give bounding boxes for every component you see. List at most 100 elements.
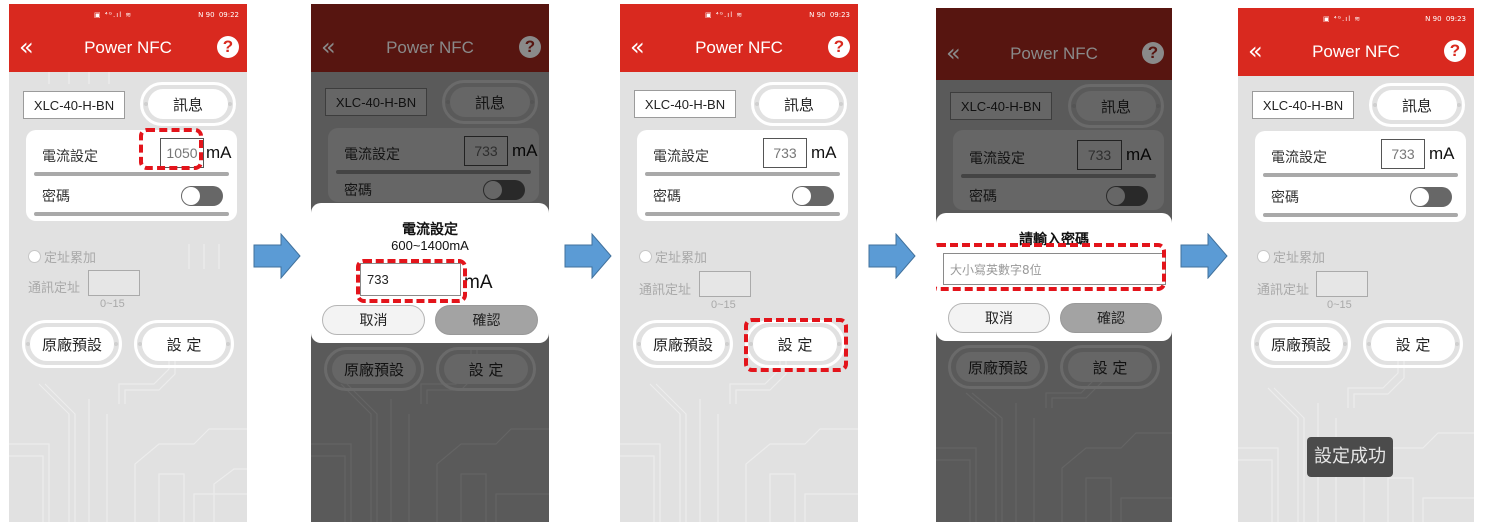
address-accumulate-radio[interactable]: 定址累加 [1257,247,1325,266]
set-button-label: 設 定 [753,327,837,361]
dialog-title: 電流設定 [402,222,458,238]
address-input[interactable] [699,271,751,297]
status-bar [936,8,1172,32]
back-icon[interactable]: « [19,33,34,61]
help-icon[interactable]: ? [1444,40,1466,62]
help-icon[interactable]: ? [828,36,850,58]
signal-icons: ▣ ⁴ᴳ.ıl ≋ [1323,15,1362,23]
password-toggle[interactable] [1106,186,1148,206]
factory-default-button[interactable]: 原廠預設 [324,347,424,391]
divider [961,174,1156,178]
address-input[interactable] [1316,271,1368,297]
app-bar: « Power NFC ? [1238,30,1474,76]
status-time: 09:23 [1445,15,1466,23]
info-button[interactable]: 訊息 [140,82,236,126]
password-dialog: 請輸入密碼 大小寫英數字8位 取消 確認 [936,213,1172,341]
info-button[interactable]: 訊息 [1369,83,1465,127]
set-button-label: 設 定 [1068,352,1152,382]
set-button-label: 設 定 [142,327,226,361]
set-button[interactable]: 設 定 [1363,320,1463,368]
current-unit: mA [1126,145,1152,164]
set-button-label: 設 定 [1371,327,1455,361]
set-button[interactable]: 設 定 [134,320,234,368]
settings-card: 電流設定 733 mA 密碼 [328,128,539,202]
right-arrow-icon [1180,233,1228,279]
divider [1263,173,1458,177]
back-icon[interactable]: « [946,39,961,67]
settings-card: 電流設定 733 mA 密碼 [637,130,848,221]
phone-screen-2: « Power NFC ? XLC-40-H-BN 訊息 電流設定 733 mA… [311,4,549,522]
status-time: 09:23 [829,11,850,19]
confirm-button[interactable]: 確認 [435,305,538,335]
factory-default-button[interactable]: 原廠預設 [948,345,1048,389]
signal-icons: ▣ ⁴ᴳ.ıl ≋ [94,11,133,19]
set-button[interactable]: 設 定 [1060,345,1160,389]
factory-default-button[interactable]: 原廠預設 [1251,320,1351,368]
password-label: 密碼 [653,189,681,205]
address-range: 0~15 [100,298,125,310]
factory-default-label: 原廠預設 [641,327,725,361]
factory-default-button[interactable]: 原廠預設 [633,320,733,368]
back-icon[interactable]: « [321,33,336,61]
current-input[interactable]: 733 [1077,140,1122,170]
help-icon[interactable]: ? [519,36,541,58]
address-input[interactable] [88,270,140,296]
info-button[interactable]: 訊息 [751,82,847,126]
current-dialog-input[interactable]: 733 [360,263,461,296]
password-toggle[interactable] [181,186,223,206]
back-icon[interactable]: « [630,33,645,61]
set-button[interactable]: 設 定 [745,320,845,368]
circuit-background [9,66,247,522]
current-input[interactable]: 733 [763,138,807,168]
model-field: XLC-40-H-BN [950,92,1052,120]
current-label: 電流設定 [969,151,1025,167]
info-button[interactable]: 訊息 [442,80,538,124]
help-icon[interactable]: ? [217,36,239,58]
password-toggle[interactable] [1410,187,1452,207]
password-toggle[interactable] [483,180,525,200]
password-input[interactable]: 大小寫英數字8位 [943,253,1166,285]
current-input[interactable]: 733 [464,136,508,166]
status-bar [311,4,549,26]
password-label: 密碼 [1271,190,1299,206]
radio-icon [28,250,41,263]
current-unit: mA [512,141,538,160]
phone-screen-3: ▣ ⁴ᴳ.ıl ≋ N 90 09:23 « Power NFC ? XLC-4… [620,4,858,522]
circuit-background [936,353,1172,522]
cancel-button[interactable]: 取消 [948,303,1050,333]
divider [1263,213,1458,217]
nfc-icon: N [809,11,815,19]
back-icon[interactable]: « [1248,37,1263,65]
current-input[interactable]: 733 [1381,139,1425,169]
password-label: 密碼 [42,189,70,205]
current-unit: mA [811,143,837,162]
app-title: Power NFC [84,38,172,57]
app-bar: « Power NFC ? [936,32,1172,80]
factory-default-label: 原廠預設 [1259,327,1343,361]
current-input[interactable]: 1050 [160,138,204,168]
factory-default-button[interactable]: 原廠預設 [22,320,122,368]
app-title: Power NFC [695,38,783,57]
password-toggle[interactable] [792,186,834,206]
dialog-title: 請輸入密碼 [1019,232,1089,248]
password-label: 密碼 [344,183,372,199]
battery-icon: 90 [1432,15,1442,23]
app-title: Power NFC [386,38,474,57]
current-unit: mA [206,143,232,162]
confirm-button[interactable]: 確認 [1060,303,1162,333]
set-button[interactable]: 設 定 [436,347,536,391]
model-field: XLC-40-H-BN [1252,91,1354,119]
radio-icon [639,250,652,263]
info-button[interactable]: 訊息 [1068,84,1164,128]
info-button-label: 訊息 [1076,91,1156,121]
phone-screen-4: « Power NFC ? XLC-40-H-BN 訊息 電流設定 733 mA… [936,8,1172,522]
model-field: XLC-40-H-BN [23,91,125,119]
address-accumulate-radio[interactable]: 定址累加 [28,247,96,266]
current-label: 電流設定 [1271,150,1327,166]
nfc-icon: N [198,11,204,19]
signal-icons: ▣ ⁴ᴳ.ıl ≋ [705,11,744,19]
cancel-button[interactable]: 取消 [322,305,425,335]
address-accumulate-radio[interactable]: 定址累加 [639,247,707,266]
help-icon[interactable]: ? [1142,42,1164,64]
app-title: Power NFC [1312,42,1400,61]
